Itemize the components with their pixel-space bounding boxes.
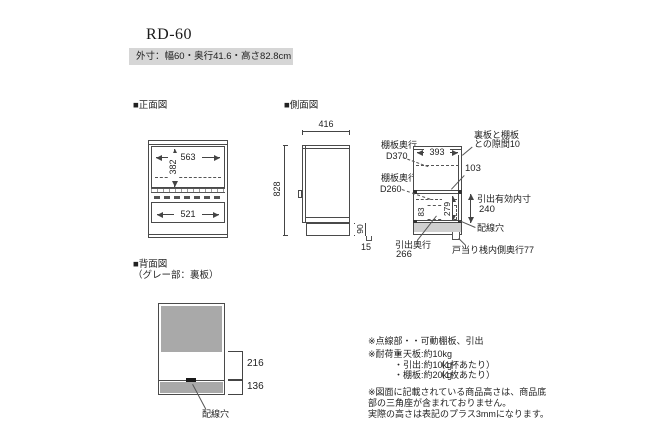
detail-drawer-depth-value: 266 bbox=[396, 249, 412, 260]
note-remark-line2: 部の三角座が含まれておりません。 bbox=[368, 398, 512, 408]
detail-drawer-inner-dim-line bbox=[467, 194, 474, 223]
back-base-gray-band bbox=[160, 382, 223, 393]
detail-drawer-space-dim-label: 279 bbox=[442, 196, 452, 222]
detail-shelf-mid-value: D260 bbox=[380, 184, 402, 194]
back-panel-gray-area bbox=[161, 306, 222, 352]
detail-shelf-d260-dashed-line bbox=[416, 199, 457, 200]
detail-drawer-space-dim-line bbox=[449, 196, 456, 221]
back-view-subheading: （グレー部：裏板） bbox=[133, 270, 219, 281]
detail-bottom-cap-left bbox=[413, 220, 417, 223]
detail-gap103-label: 103 bbox=[465, 163, 481, 174]
front-drawer-width-dim-label: 521 bbox=[174, 209, 202, 219]
detail-back-panel-line bbox=[458, 155, 459, 223]
side-front-panel-line bbox=[305, 145, 306, 223]
detail-bottom-cap-right bbox=[458, 220, 462, 223]
detail-gap-label-line1: 裏板と棚板 bbox=[474, 130, 520, 140]
side-foot-mark bbox=[366, 236, 372, 241]
note-remark-line1: ※図面に記載されている商品高さは、商品底 bbox=[368, 387, 547, 397]
detail-drawer-inner-value: 240 bbox=[479, 204, 495, 215]
front-width-dim-label: 563 bbox=[174, 152, 202, 162]
detail-drawer-depth-label: 引出奥行 bbox=[395, 240, 432, 250]
side-top-panel-line bbox=[302, 148, 350, 149]
front-drawer-dashed-row bbox=[154, 196, 222, 199]
detail-gap-leader bbox=[462, 146, 473, 156]
detail-mid-divider bbox=[413, 190, 462, 194]
detail-shelf-mid-label: 棚板奥行 bbox=[381, 173, 418, 183]
back-base-dim-label: 136 bbox=[247, 381, 264, 392]
detail-gap-label-line2: との隙間10 bbox=[474, 139, 520, 149]
detail-shelf-top-value: D370 bbox=[386, 151, 408, 161]
back-opening-bracket bbox=[228, 351, 243, 380]
detail-inner-depth-dim-label: 393 bbox=[424, 147, 450, 157]
note-load-item-top: ・天板:約10kg bbox=[394, 349, 453, 359]
detail-drawer-inner-label: 引出有効内寸 bbox=[477, 194, 532, 204]
side-height-dim-label: 828 bbox=[272, 175, 282, 203]
side-front-rail-notch bbox=[298, 190, 302, 198]
detail-divider-cap-left bbox=[413, 190, 417, 194]
front-fixed-shelf-band bbox=[151, 188, 225, 193]
detail-doorstop-label: 戸当り桟内側奥行77 bbox=[452, 245, 535, 255]
side-base-plinth bbox=[306, 223, 350, 236]
detail-shelf-d370-dashed-line bbox=[416, 165, 459, 166]
side-height-dim-line bbox=[283, 145, 288, 236]
note-load-item-drawer: ・引出:約10kg bbox=[394, 360, 453, 370]
note-remark-line3: 実際の高さは表記のプラス3mmになります。 bbox=[368, 409, 549, 419]
detail-foot-mark bbox=[452, 232, 460, 240]
detail-divider-cap-right bbox=[458, 190, 462, 194]
detail-base-band bbox=[414, 223, 461, 232]
note-load-item-shelf: ・棚板:約20kg bbox=[394, 370, 453, 380]
note-load-item-shelf-unit: （1枚あたり） bbox=[436, 370, 496, 380]
side-depth-dim-label: 416 bbox=[318, 119, 334, 129]
side-bottom-panel-line bbox=[305, 217, 350, 218]
note-load-label: ※耐荷重 bbox=[368, 349, 403, 359]
note-dotted-line: ※点線部・・可動棚板、引出 bbox=[368, 336, 484, 346]
side-foot-dim-label: 15 bbox=[361, 242, 372, 252]
front-height-dim-label: 382 bbox=[168, 153, 178, 181]
back-opening-dim-label: 216 bbox=[247, 358, 264, 369]
note-load-item-drawer-unit: （1杯あたり） bbox=[436, 360, 496, 370]
back-view-heading: ■背面図 bbox=[133, 259, 168, 270]
back-wiring-hole-label: 配線穴 bbox=[202, 409, 230, 419]
front-movable-shelf-dashed-line bbox=[155, 177, 221, 178]
outer-dimensions-box: 外寸：幅60・奥行41.6・高さ82.8cm bbox=[129, 48, 293, 65]
front-base-rail-line bbox=[148, 234, 228, 235]
side-depth-dim-line bbox=[302, 130, 350, 135]
product-title: RD-60 bbox=[146, 26, 193, 43]
detail-wiring-hole-label: 配線穴 bbox=[477, 223, 505, 233]
front-top-panel-line bbox=[148, 144, 228, 145]
back-base-bracket bbox=[228, 380, 243, 395]
detail-shelf-top-label: 棚板奥行 bbox=[381, 140, 418, 150]
side-base-height-label: 90 bbox=[355, 217, 365, 241]
front-view-heading: ■正面図 bbox=[133, 100, 168, 111]
detail-drawer-bottom-divider bbox=[413, 220, 462, 223]
side-cabinet-outline bbox=[302, 145, 350, 223]
back-wiring-hole-slot bbox=[186, 378, 196, 382]
side-view-heading: ■側面図 bbox=[284, 100, 319, 111]
